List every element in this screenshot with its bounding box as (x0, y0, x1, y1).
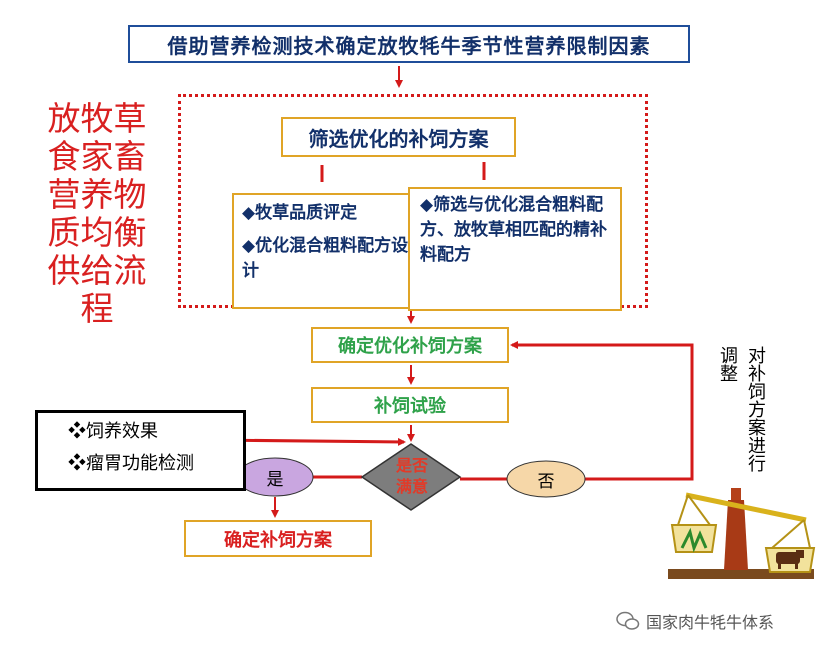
adjust-plan-text: 对补饲方案进行调整 (717, 346, 766, 472)
confirm-optimized-plan-box: 确定优化补饲方案 (311, 327, 509, 363)
no-label: 否 (537, 471, 555, 492)
evaluation-box: ❖饲养效果 ❖瘤胃功能检测 (35, 410, 246, 491)
screen-plan-box: 筛选优化的补饲方案 (281, 117, 516, 157)
final-plan-box: 确定补饲方案 (184, 520, 372, 557)
screen-plan-text: 筛选优化的补饲方案 (308, 126, 489, 151)
feedback-loop-line (510, 341, 694, 481)
decision-label: 是否 满意 (370, 452, 454, 500)
yes-label: 是 (266, 469, 284, 490)
decision-line1: 是否 (395, 456, 428, 475)
roughage-formula-item: ◆优化混合粗料配方设计 (242, 236, 409, 281)
feeding-trial-text: 补饲试验 (374, 396, 446, 417)
side-title: 放牧草食家畜营养物质均衡供给流程 (47, 99, 147, 328)
decision-line2: 满意 (395, 477, 428, 496)
forage-quality-item: ◆牧草品质评定 (242, 203, 358, 223)
feeding-trial-box: 补饲试验 (311, 387, 509, 423)
confirm-optimized-plan-text: 确定优化补饲方案 (338, 336, 482, 357)
title-text: 借助营养检测技术确定放牧牦牛季节性营养限制因素 (167, 33, 651, 58)
feeding-effect-item: ❖饲养效果 (68, 421, 158, 442)
decision-diamond (360, 443, 462, 511)
rumen-function-item: ❖瘤胃功能检测 (68, 453, 194, 474)
title-box: 借助营养检测技术确定放牧牦牛季节性营养限制因素 (128, 25, 690, 63)
wechat-icon (616, 611, 640, 630)
watermark: 国家肉牛牦牛体系 (616, 608, 816, 634)
balance-scale-illustration (668, 488, 816, 579)
final-plan-text: 确定补饲方案 (224, 529, 332, 551)
concentrate-formula-item: ◆筛选与优化混合粗料配方、放牧草相匹配的精补料配方 (420, 195, 607, 265)
watermark-text: 国家肉牛牦牛体系 (646, 613, 775, 632)
forage-quality-box: ◆牧草品质评定 ◆优化混合粗料配方设计 (232, 193, 420, 309)
concentrate-formula-box: ◆筛选与优化混合粗料配方、放牧草相匹配的精补料配方 (408, 187, 622, 311)
no-ellipse (506, 460, 586, 498)
